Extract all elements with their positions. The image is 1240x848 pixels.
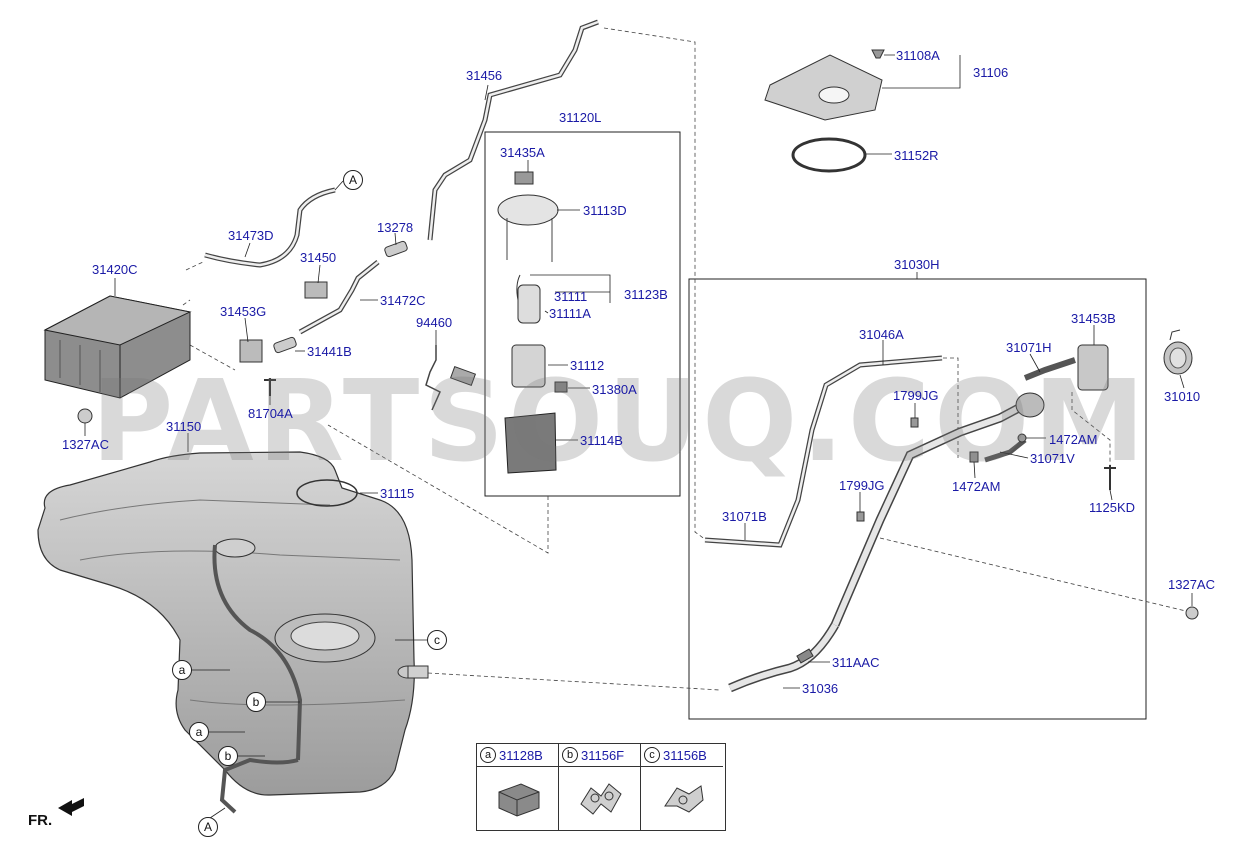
legend-code-b[interactable]: 31156F <box>581 748 625 763</box>
lock-ring-31152R[interactable] <box>791 137 867 173</box>
legend-cell-c[interactable]: c 31156B <box>641 744 723 830</box>
label-31112[interactable]: 31112 <box>570 358 605 373</box>
label-1472AM-bottom[interactable]: 1472AM <box>952 479 1001 494</box>
hose-31071V[interactable] <box>984 438 1027 463</box>
label-31453B[interactable]: 31453B <box>1071 311 1116 326</box>
label-1327AC-right[interactable]: 1327AC <box>1168 577 1215 592</box>
label-31010[interactable]: 31010 <box>1164 389 1201 404</box>
label-31420C[interactable]: 31420C <box>92 262 138 277</box>
clip-1472AM-bottom[interactable] <box>969 451 979 463</box>
screw-31108A[interactable] <box>871 49 885 59</box>
label-31071B[interactable]: 31071B <box>722 509 767 524</box>
label-31473D[interactable]: 31473D <box>228 228 274 243</box>
legend-code-c[interactable]: 31156B <box>663 748 707 763</box>
label-31071V[interactable]: 31071V <box>1030 451 1075 466</box>
fuel-pump-31111[interactable] <box>517 284 541 324</box>
legend-code-a[interactable]: 31128B <box>499 748 543 763</box>
pump-assembly-box <box>484 131 681 497</box>
grommet-1327AC-right[interactable] <box>1185 606 1199 620</box>
label-31115[interactable]: 31115 <box>380 486 415 501</box>
callout-a-lower[interactable]: a <box>189 722 209 742</box>
label-31435A[interactable]: 31435A <box>500 145 545 160</box>
fuel-cap-31010[interactable] <box>1163 329 1193 375</box>
reservoir-31114B[interactable] <box>504 412 557 474</box>
tank-gasket-ring[interactable] <box>296 479 358 507</box>
callout-c[interactable]: c <box>427 630 447 650</box>
clip-1799JG-top[interactable] <box>910 417 919 428</box>
connector-31441B[interactable] <box>273 336 297 354</box>
callout-b-lower[interactable]: b <box>218 746 238 766</box>
callout-b-upper[interactable]: b <box>246 692 266 712</box>
bolt-1125KD[interactable] <box>1104 465 1116 490</box>
clip-31156B-icon <box>664 785 704 813</box>
harness-94460[interactable] <box>425 345 441 411</box>
label-31152R[interactable]: 31152R <box>894 148 939 163</box>
sender-31380A[interactable] <box>554 381 568 393</box>
clip-legend-table: a 31128B b 31156F c 31156B <box>476 743 726 831</box>
label-1472AM-right[interactable]: 1472AM <box>1049 432 1098 447</box>
legend-letter-a: a <box>480 747 496 763</box>
callout-a-upper[interactable]: a <box>172 660 192 680</box>
cover-plate-31106[interactable] <box>764 54 883 121</box>
label-31046A[interactable]: 31046A <box>859 327 904 342</box>
filler-head <box>1015 392 1045 418</box>
reference-lines <box>182 27 1191 691</box>
clip-31156F-icon <box>580 783 622 815</box>
leader-lines <box>84 54 1193 819</box>
bolt-81704A[interactable] <box>264 378 276 396</box>
callout-A-top[interactable]: A <box>343 170 363 190</box>
grommet-1327AC-left[interactable] <box>77 408 93 424</box>
label-31453G[interactable]: 31453G <box>220 304 267 319</box>
clip-1472AM-right[interactable] <box>1017 433 1027 443</box>
connector-31435A[interactable] <box>514 171 534 185</box>
filler-neck-assembly-box <box>688 278 1147 720</box>
label-31106[interactable]: 31106 <box>973 65 1009 80</box>
label-1125KD[interactable]: 1125KD <box>1089 500 1136 515</box>
label-31441B[interactable]: 31441B <box>307 344 352 359</box>
legend-cell-a[interactable]: a 31128B <box>477 744 559 830</box>
label-311AAC[interactable]: 311AAC <box>832 655 880 670</box>
label-31030H[interactable]: 31030H <box>894 257 940 272</box>
label-1799JG-bottom[interactable]: 1799JG <box>839 478 885 493</box>
label-31111[interactable]: 31111 <box>554 289 588 304</box>
label-31450[interactable]: 31450 <box>300 250 337 265</box>
filter-31112[interactable] <box>511 344 546 388</box>
clip-1799JG-bottom[interactable] <box>856 511 865 522</box>
label-31036[interactable]: 31036 <box>802 681 839 696</box>
label-31111A[interactable]: 31111A <box>549 306 591 321</box>
fuel-tank[interactable] <box>37 451 429 814</box>
label-1799JG-top[interactable]: 1799JG <box>893 388 939 403</box>
hose-31071H[interactable] <box>1023 357 1076 381</box>
label-13278[interactable]: 13278 <box>377 220 414 235</box>
label-81704A[interactable]: 81704A <box>248 406 293 421</box>
label-31114B[interactable]: 31114B <box>580 433 623 448</box>
valve-31453G[interactable] <box>239 339 263 363</box>
connector-13278[interactable] <box>384 240 408 258</box>
clamp-311AAC[interactable] <box>796 648 814 664</box>
vapor-canister[interactable] <box>43 295 192 399</box>
label-94460[interactable]: 94460 <box>416 315 453 330</box>
label-31380A[interactable]: 31380A <box>592 382 637 397</box>
front-orientation-label: FR. <box>28 812 53 829</box>
callout-A-bottom[interactable]: A <box>198 817 218 837</box>
legend-letter-c: c <box>644 747 660 763</box>
label-31123B[interactable]: 31123B <box>624 287 668 302</box>
clip-31450[interactable] <box>304 281 328 299</box>
label-31150[interactable]: 31150 <box>166 419 202 434</box>
valve-31453B[interactable] <box>1077 344 1109 391</box>
front-direction-arrow <box>58 798 84 816</box>
label-31071H[interactable]: 31071H <box>1006 340 1052 355</box>
label-1327AC-left[interactable]: 1327AC <box>62 437 109 452</box>
label-31113D[interactable]: 31113D <box>583 203 627 218</box>
label-31456[interactable]: 31456 <box>466 68 503 83</box>
label-31472C[interactable]: 31472C <box>380 293 426 308</box>
legend-cell-b[interactable]: b 31156F <box>559 744 641 830</box>
label-31120L[interactable]: 31120L <box>559 110 602 125</box>
label-31108A[interactable]: 31108A <box>896 48 940 63</box>
clip-31128B-icon <box>498 783 540 817</box>
legend-letter-b: b <box>562 747 578 763</box>
